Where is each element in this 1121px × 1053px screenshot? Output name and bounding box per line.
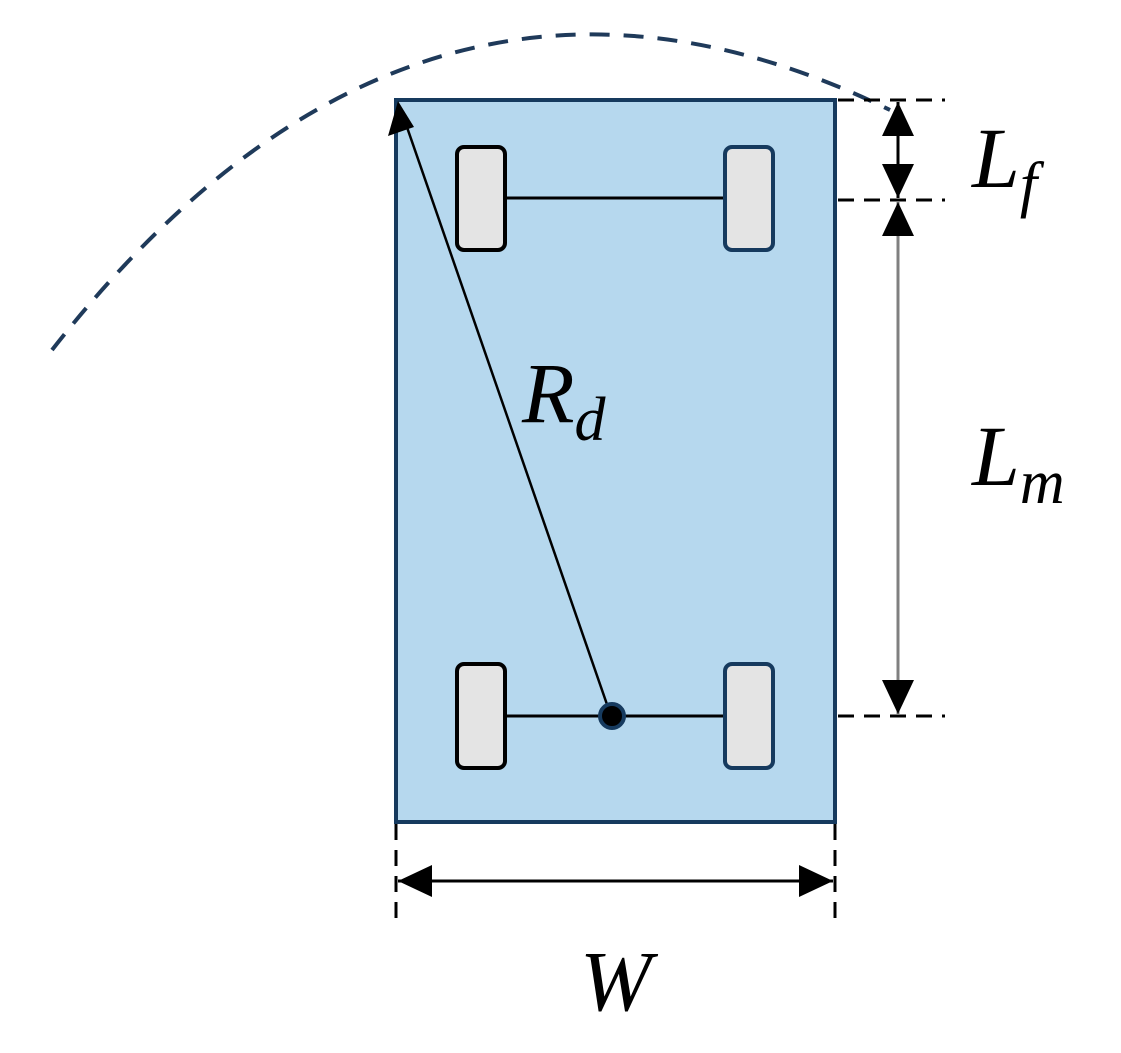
label-mid-length: Lm xyxy=(970,408,1065,517)
width-arrow-left xyxy=(398,865,432,897)
width-arrow-right xyxy=(799,865,833,897)
rear-right-wheel xyxy=(723,662,775,770)
label-front-overhang: Lf xyxy=(970,110,1045,219)
label-radius: Rd xyxy=(521,345,607,454)
label-width: W xyxy=(580,933,659,1029)
mid-length-arrow-down xyxy=(882,680,914,714)
front-right-wheel xyxy=(723,145,775,252)
radius-line xyxy=(398,106,613,717)
front-overhang-arrow-up xyxy=(882,102,914,136)
mid-length-arrow-up xyxy=(882,202,914,236)
rear-left-wheel xyxy=(455,662,507,770)
front-left-wheel xyxy=(455,145,507,252)
radius-arrowhead xyxy=(388,101,414,136)
front-overhang-arrow-down xyxy=(882,164,914,198)
rear-axle-center-point xyxy=(598,702,626,730)
